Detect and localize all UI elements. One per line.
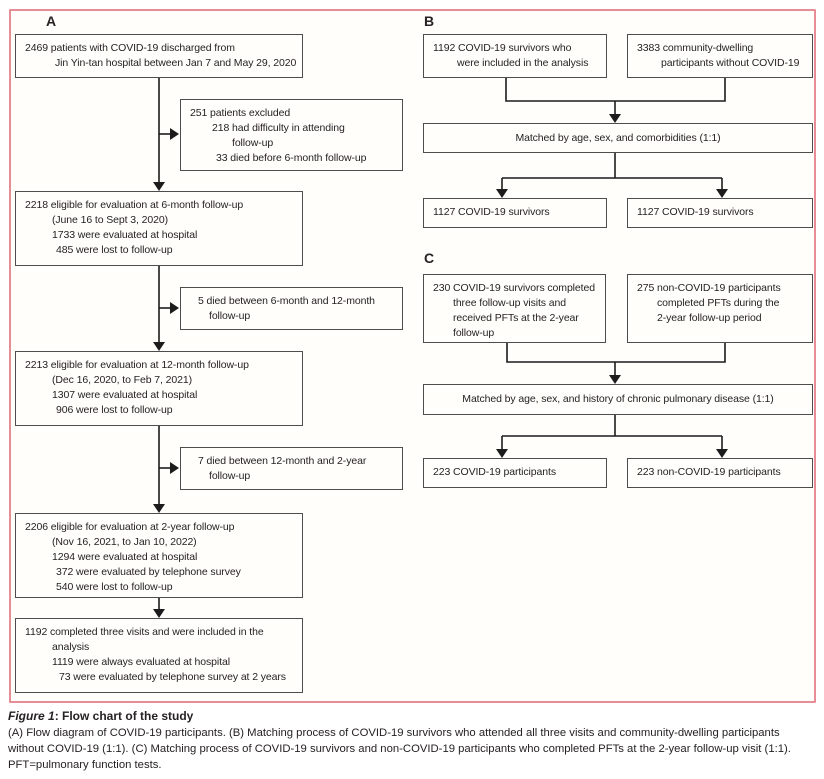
arrow-down-icon [153, 182, 165, 191]
box-line: 485 were lost to follow-up [56, 244, 173, 256]
box-line: follow-up [232, 137, 274, 149]
box-line: 230 COVID-19 survivors completed [433, 282, 595, 294]
box-a-included: 1192 completed three visits and were inc… [15, 618, 303, 693]
arrow-down-icon [153, 504, 165, 513]
box-c-matched-left: 223 COVID-19 participants [423, 458, 607, 488]
box-line: (June 16 to Sept 3, 2020) [52, 214, 168, 226]
box-line: 906 were lost to follow-up [56, 404, 173, 416]
box-line: Matched by age, sex, and history of chro… [462, 393, 774, 405]
arrow-right-icon [170, 302, 179, 314]
arrow-down-icon [716, 189, 728, 198]
box-line: Jin Yin-tan hospital between Jan 7 and M… [55, 57, 297, 69]
box-line: follow-up [209, 470, 251, 482]
arrow-down-icon [716, 449, 728, 458]
box-line: 2469 patients with COVID-19 discharged f… [25, 42, 235, 54]
box-b-matched-right: 1127 COVID-19 survivors [627, 198, 813, 228]
box-line: 1192 COVID-19 survivors who [433, 42, 572, 54]
panel-a-connectors [153, 78, 179, 618]
box-b-matched-left: 1127 COVID-19 survivors [423, 198, 607, 228]
arrow-down-icon [609, 375, 621, 384]
box-line: follow-up [453, 327, 495, 339]
box-line: analysis [52, 641, 90, 653]
panel-c-connectors [496, 343, 728, 458]
panel-c-label: C [424, 250, 435, 266]
caption-title-text: : Flow chart of the study [54, 709, 194, 723]
box-line: were included in the analysis [457, 57, 589, 69]
box-line: 251 patients excluded [190, 107, 291, 119]
box-line: 1119 were always evaluated at hospital [52, 656, 230, 668]
arrow-right-icon [170, 128, 179, 140]
box-line: 223 COVID-19 participants [433, 466, 556, 478]
box-line: 1307 were evaluated at hospital [52, 389, 198, 401]
box-line: (Nov 16, 2021, to Jan 10, 2022) [52, 536, 197, 548]
box-line: 33 died before 6-month follow-up [216, 152, 367, 164]
box-line: received PFTs at the 2-year [453, 312, 579, 324]
box-line: 2206 eligible for evaluation at 2-year f… [25, 521, 235, 533]
box-line: Matched by age, sex, and comorbidities (… [515, 131, 721, 144]
box-b-community: 3383 community-dwelling participants wit… [627, 34, 813, 78]
panel-b-label: B [424, 13, 435, 29]
box-line: three follow-up visits and [453, 297, 566, 309]
box-a-6month: 2218 eligible for evaluation at 6-month … [15, 191, 303, 266]
box-a-12month: 2213 eligible for evaluation at 12-month… [15, 351, 303, 426]
box-line: 2213 eligible for evaluation at 12-month… [25, 359, 249, 371]
caption-title: Figure 1: Flow chart of the study [8, 708, 818, 725]
box-line: 275 non-COVID-19 participants [637, 282, 781, 294]
box-c-covid: 230 COVID-19 survivors completed three f… [423, 274, 606, 343]
box-line: 1127 COVID-19 survivors [637, 206, 754, 218]
box-line: 372 were evaluated by telephone survey [56, 566, 241, 578]
arrow-down-icon [609, 114, 621, 123]
caption-body: (A) Flow diagram of COVID-19 participant… [8, 727, 791, 771]
box-line: 1192 completed three visits and were inc… [25, 626, 264, 638]
box-line: 1294 were evaluated at hospital [52, 551, 198, 563]
box-b-matched: Matched by age, sex, and comorbidities (… [423, 123, 813, 153]
arrow-down-icon [153, 609, 165, 618]
box-line: participants without COVID-19 [661, 57, 800, 69]
box-line: 218 had difficulty in attending [212, 122, 345, 134]
box-line: 1127 COVID-19 survivors [433, 206, 550, 218]
box-line: completed PFTs during the [657, 297, 780, 309]
arrow-down-icon [496, 449, 508, 458]
box-line: (Dec 16, 2020, to Feb 7, 2021) [52, 374, 193, 386]
figure-caption: Figure 1: Flow chart of the study (A) Fl… [8, 708, 818, 773]
box-a-died-6-12: 5 died between 6-month and 12-month foll… [180, 287, 403, 330]
box-line: follow-up [209, 310, 251, 322]
box-line: 2-year follow-up period [657, 312, 762, 324]
box-a-discharged: 2469 patients with COVID-19 discharged f… [15, 34, 303, 78]
box-line: 540 were lost to follow-up [56, 581, 173, 593]
caption-figure-label: Figure 1 [8, 709, 55, 723]
box-line: 73 were evaluated by telephone survey at… [59, 671, 286, 683]
box-line: 3383 community-dwelling [637, 42, 754, 54]
panel-b-connectors [496, 78, 728, 198]
arrow-down-icon [496, 189, 508, 198]
box-c-matched-right: 223 non-COVID-19 participants [627, 458, 813, 488]
arrow-down-icon [153, 342, 165, 351]
box-a-excluded: 251 patients excluded 218 had difficulty… [180, 99, 403, 171]
box-a-2year: 2206 eligible for evaluation at 2-year f… [15, 513, 303, 598]
arrow-right-icon [170, 462, 179, 474]
box-line: 1733 were evaluated at hospital [52, 229, 198, 241]
panel-a-label: A [46, 13, 57, 29]
box-line: 2218 eligible for evaluation at 6-month … [25, 199, 244, 211]
box-c-noncovid: 275 non-COVID-19 participants completed … [627, 274, 813, 343]
box-c-matched: Matched by age, sex, and history of chro… [423, 384, 813, 415]
box-b-survivors: 1192 COVID-19 survivors who were include… [423, 34, 607, 78]
box-line: 5 died between 6-month and 12-month [198, 295, 375, 307]
box-a-died-12-2y: 7 died between 12-month and 2-year follo… [180, 447, 403, 490]
box-line: 7 died between 12-month and 2-year [198, 455, 367, 467]
box-line: 223 non-COVID-19 participants [637, 466, 781, 478]
